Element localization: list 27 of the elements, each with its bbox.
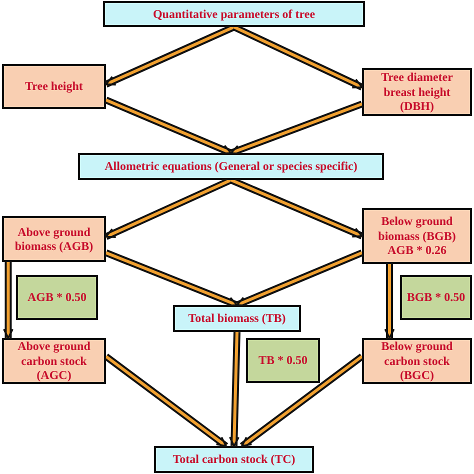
process-box [154,446,314,473]
process-box [16,275,98,320]
process-box [2,216,106,262]
process-box [78,153,384,180]
process-box [362,208,472,264]
box-text: Quantitative parameters of tree [152,6,316,22]
box-text: Total carbon stock (TC) [172,452,296,467]
process-box [362,338,472,384]
box-text: Above ground biomass (AGB) [14,224,94,254]
box-text: Tree height [25,79,83,94]
box-text: Tree diameter breast height (DBH) [380,70,454,114]
process-box [362,68,472,116]
box-text: TB * 0.50 [258,353,308,368]
box-text: Below ground carbon stock (BGC) [380,339,454,383]
box-text: Below ground biomass (BGB) [377,214,457,244]
process-box [246,338,320,383]
process-box [400,275,472,320]
box-text: BGB * 0.50 [406,290,466,305]
box-text: Total biomass (TB) [188,311,286,326]
box-text: AGB * 0.26 [387,243,446,258]
box-text: Above ground carbon stock (AGC) [16,339,92,383]
process-box [2,338,106,384]
process-box [173,305,301,332]
box-text: Allometric equations (General or species specific) [104,159,358,174]
process-box [103,1,365,27]
process-box [2,64,106,109]
box-text: AGB * 0.50 [27,290,86,305]
